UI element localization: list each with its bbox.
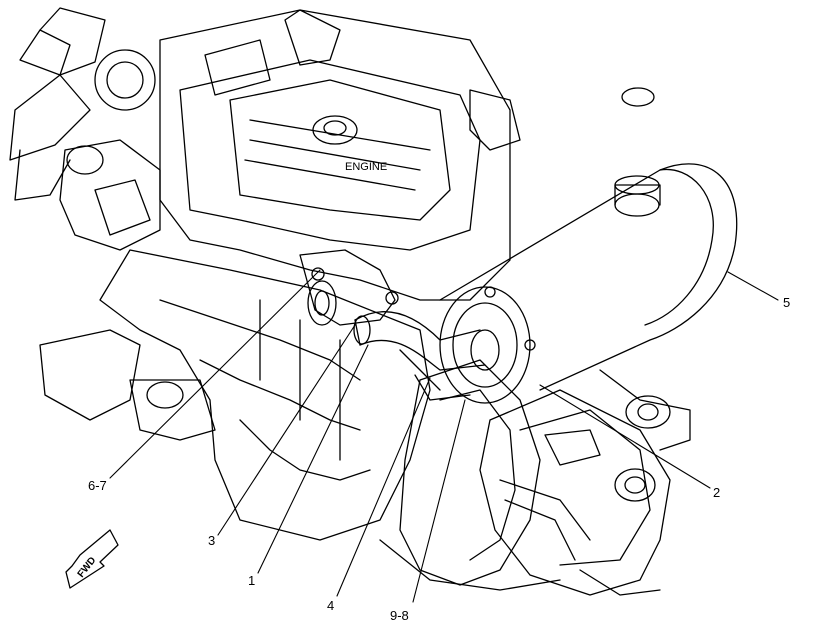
leader-2: [539, 384, 711, 489]
alternator: [59, 139, 161, 251]
leader-9-8: [412, 399, 466, 603]
callout-9-8: 9-8: [390, 608, 409, 623]
transmission-housing: [479, 369, 691, 596]
exhaust-manifold: [299, 249, 399, 326]
cooling-fan: [9, 7, 156, 201]
engine-label: ENGINE: [345, 161, 387, 173]
leader-6-7: [109, 269, 321, 479]
fwd-arrow: [65, 529, 119, 589]
leader-3: [217, 324, 356, 536]
flywheel-housing: [379, 359, 561, 591]
leader-4: [336, 377, 431, 597]
muffler-inlet-flange: [439, 286, 536, 404]
callout-6-7: 6-7: [88, 478, 107, 493]
fwd-label: FWD: [76, 555, 99, 580]
engine-block: [39, 9, 521, 541]
callout-1: 1: [248, 573, 255, 588]
leader-5: [727, 271, 779, 301]
leader-lines: [109, 269, 779, 603]
callout-3: 3: [208, 533, 215, 548]
callout-4: 4: [327, 598, 334, 613]
muffler: [439, 87, 738, 391]
leader-1: [257, 344, 369, 574]
callout-2: 2: [713, 485, 720, 500]
exhaust-elbow-pipe: [353, 311, 486, 401]
callout-5: 5: [783, 295, 790, 310]
